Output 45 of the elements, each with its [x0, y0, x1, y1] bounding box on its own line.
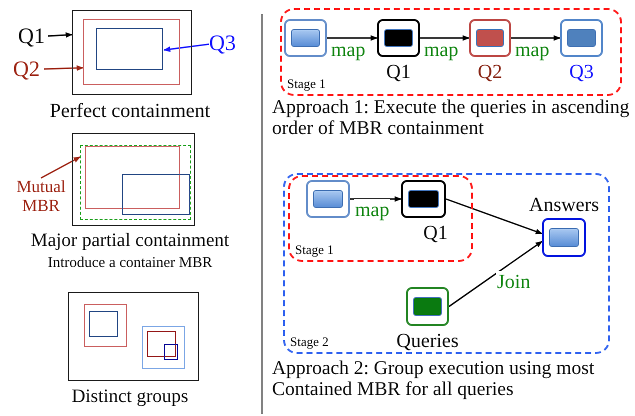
node-label: Q1 [423, 222, 448, 244]
arrow [511, 35, 561, 41]
node-label: Q1 [386, 61, 411, 83]
rectangle-outline [82, 18, 180, 84]
rectangle-outline [72, 133, 195, 226]
caption: Major partial containment [30, 231, 230, 252]
node-label: Answers [529, 194, 599, 216]
arrow [327, 35, 378, 41]
node-label: Queries [396, 330, 459, 352]
caption: Distinct groups [70, 387, 190, 408]
rectangle-outline [122, 174, 190, 215]
caption: Approach 2: Group execution using most Contained MBR for all queries [272, 358, 596, 401]
query-node [306, 180, 350, 218]
rectangle-outline [142, 326, 184, 368]
stage-label: Stage 1 [287, 76, 326, 91]
stage-label: Stage 1 [295, 242, 334, 257]
caption: Perfect containment [48, 100, 212, 122]
query-node [284, 19, 327, 57]
rectangle-outline [72, 10, 192, 95]
label-text: Q3 [209, 31, 236, 56]
arrow [448, 240, 543, 308]
caption: Introduce a container MBR [46, 255, 214, 272]
rectangle-outline [164, 344, 178, 360]
arrow [350, 196, 402, 202]
rectangle-outline [89, 311, 118, 337]
caption: Approach 1: Execute the queries in ascending order of MBR containment [272, 97, 630, 140]
arrow [48, 32, 73, 38]
rectangle-outline [147, 331, 176, 357]
node-label: Q2 [478, 61, 502, 83]
arrow [446, 198, 543, 234]
label-text: Q1 [18, 24, 45, 48]
label-text: Q2 [13, 57, 40, 82]
rectangle-outline [68, 292, 199, 381]
arrow [40, 156, 81, 179]
stage-label: Stage 2 [290, 334, 329, 349]
label-text: Mutual MBR [14, 178, 68, 216]
edge-label: map [354, 199, 390, 221]
dashed-rectangle [80, 144, 190, 220]
rectangle-outline [96, 28, 163, 70]
arrow [163, 44, 210, 52]
rectangle-outline [84, 304, 126, 346]
arrow [420, 35, 470, 41]
node-label: Q3 [569, 61, 594, 83]
rectangle-outline [85, 146, 180, 209]
arrow [44, 65, 84, 71]
